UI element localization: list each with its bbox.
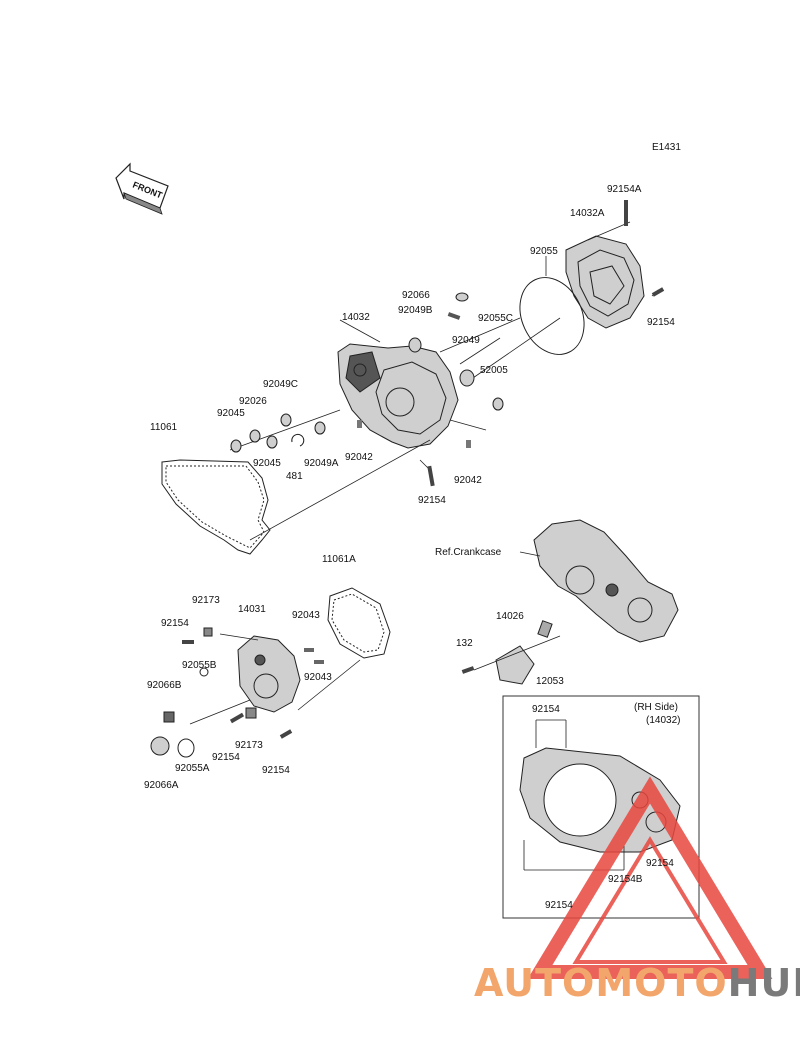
guide-14026 [495,645,535,685]
label-92043-b: 92043 [304,672,332,683]
bolt-92154-l3 [279,729,293,739]
label-92154-top: 92154 [647,317,675,328]
dowel-pin-92042b [466,440,471,448]
label-inset-92154-right: 92154 [646,858,674,869]
label-92026: 92026 [239,396,267,407]
label-92055B: 92055B [182,660,217,671]
bearing-92045b [266,435,278,449]
label-481: 481 [286,471,303,482]
crankcase-reference [533,519,679,643]
label-92049B: 92049B [398,305,433,316]
o-ring-92055B [199,667,209,677]
bolt-icon [624,200,628,226]
label-rh-side: (RH Side) [634,702,678,713]
label-92042-a: 92042 [345,452,373,463]
dowel-pin-92043b [314,660,324,664]
dowel-pin-92043a [304,648,314,652]
label-inset-92154-top: 92154 [532,704,560,715]
clutch-cover-outer [565,235,645,329]
circlip-481 [291,433,305,447]
bracket-12053 [537,620,553,638]
plug-92066A [150,736,170,756]
label-92154-l1: 92154 [161,618,189,629]
label-92154-mid: 92154 [418,495,446,506]
bolt-92154-l1 [182,640,194,644]
label-92055C: 92055C [478,313,513,324]
gasket-11061A [327,587,391,659]
label-92055: 92055 [530,246,558,257]
label-11061: 11061 [150,422,178,433]
label-92055A: 92055A [175,763,210,774]
label-14032: 14032 [342,312,370,323]
label-92043-a: 92043 [292,610,320,621]
watermark-logo [527,776,773,979]
label-92066A: 92066A [144,780,179,791]
label-92042-b: 92042 [454,475,482,486]
label-92045-a: 92045 [217,408,245,419]
label-92066: 92066 [402,290,430,301]
label-92049: 92049 [452,335,480,346]
label-14032A: 14032A [570,208,605,219]
oil-seal-92049B [408,337,422,353]
bolt-132 [461,666,475,674]
front-arrow-icon: FRONT [115,162,169,215]
label-ref-crankcase: Ref.Crankcase [435,547,502,558]
label-92154-l3: 92154 [262,765,290,776]
label-92049A: 92049A [304,458,339,469]
label-11061A: 11061A [322,554,356,565]
plug-92066B [163,711,175,723]
diagram-code: E1431 [652,142,681,153]
oil-seal-92049A [314,421,326,435]
label-132: 132 [456,638,473,649]
bolt-icon [651,287,665,297]
label-14031: 14031 [238,604,266,615]
collar-92026 [249,429,261,443]
clutch-cover-14032 [337,343,459,449]
label-inset-92154B: 92154B [608,874,643,885]
bolt-92154 [427,465,435,487]
bearing-92045a [230,439,242,453]
watermark-text: AUTOMOTOHUB [474,961,800,1005]
oil-seal-92049C [280,413,292,427]
label-92066B: 92066B [147,680,182,691]
label-92049C: 92049C [263,379,298,390]
generator-cover-14031 [237,635,301,713]
label-92173-a: 92173 [192,595,220,606]
gasket-11061 [161,459,271,555]
o-ring-92055 [519,277,585,355]
label-14026: 14026 [496,611,524,622]
plug-92066 [455,292,469,302]
o-ring-92055A [177,738,195,758]
label-92154-l2: 92154 [212,752,240,763]
label-rh-part: (14032) [646,715,680,726]
o-ring-92055C [447,312,461,320]
label-inset-92154-bottom: 92154 [545,900,573,911]
oil-seal-92049 [459,369,475,387]
bolt-92154-l2 [229,712,245,724]
label-92154A: 92154A [607,184,642,195]
bracket-92173a [203,627,213,637]
dowel-pin-92042a [357,420,362,428]
label-92173-b: 92173 [235,740,263,751]
label-92045-b: 92045 [253,458,281,469]
label-52005: 52005 [480,365,508,376]
bracket-92173b [245,707,257,719]
bearing-52005 [492,397,504,411]
label-12053: 12053 [536,676,564,687]
rh-side-cover [519,747,681,853]
